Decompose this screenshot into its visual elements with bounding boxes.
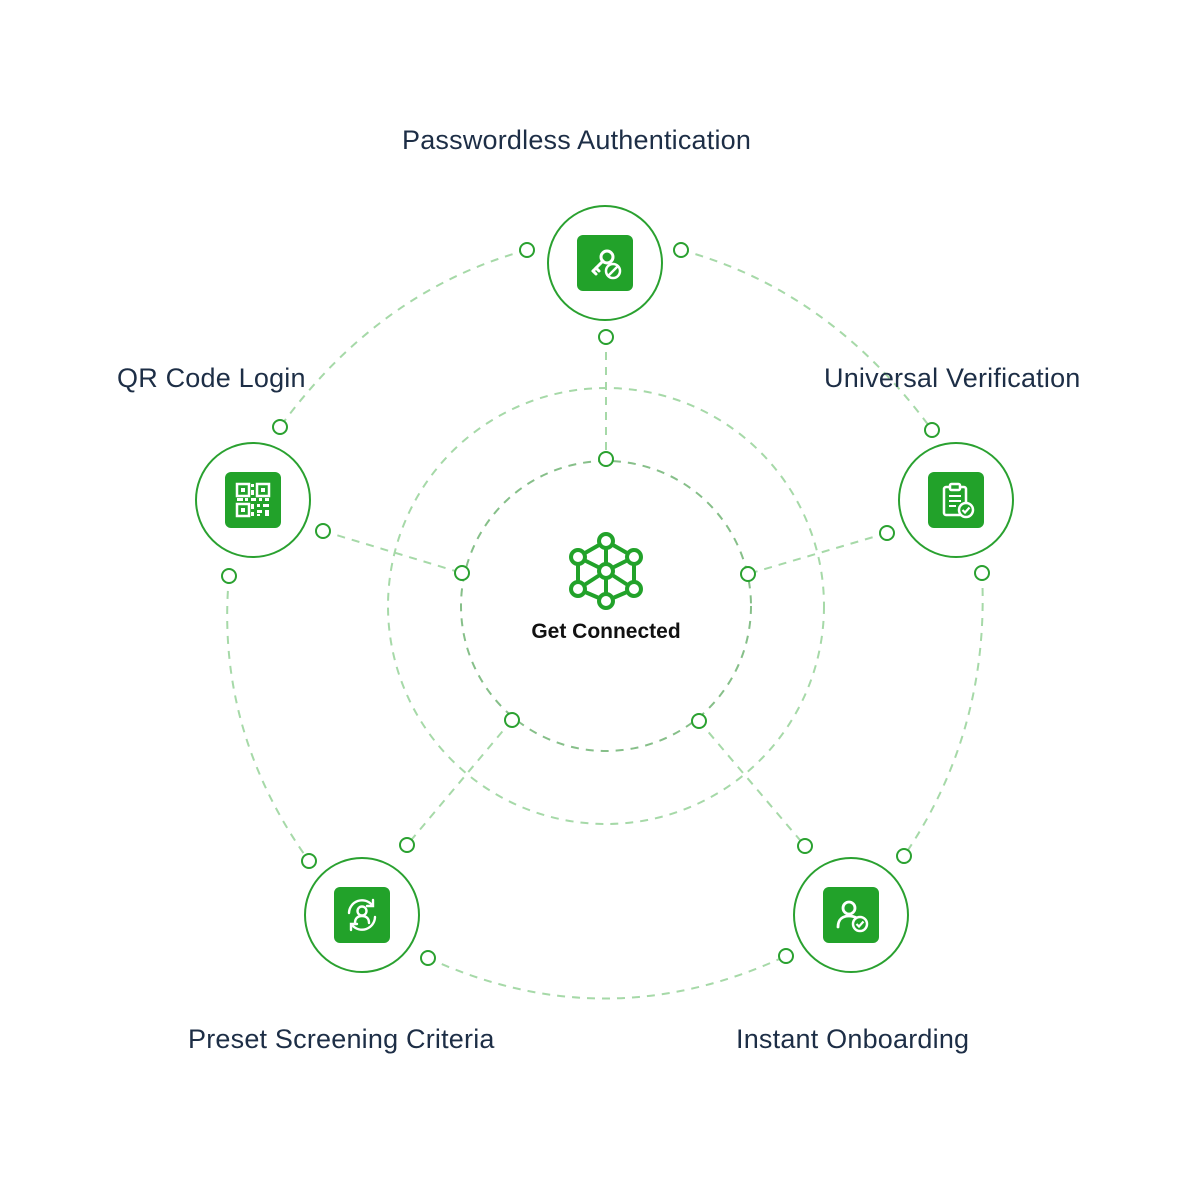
arc-left xyxy=(226,575,310,862)
feature-label-screening: Preset Screening Criteria xyxy=(188,1024,495,1054)
arc-top-left xyxy=(279,249,528,428)
arc-top-right xyxy=(680,249,933,431)
node-passwordless-authentication[interactable] xyxy=(547,205,663,321)
connector-dot xyxy=(504,712,520,728)
clipboard-check-icon xyxy=(928,472,984,528)
passwordless-key-icon xyxy=(577,235,633,291)
connector-dot xyxy=(797,838,813,854)
connector-dot xyxy=(879,525,895,541)
feature-label-onboarding: Instant Onboarding xyxy=(736,1024,970,1054)
connector-dot xyxy=(974,565,990,581)
connector-dot xyxy=(272,419,288,435)
feature-label-universal: Universal Verification xyxy=(824,363,1081,393)
user-sync-icon xyxy=(334,887,390,943)
node-universal-verification[interactable] xyxy=(898,442,1014,558)
node-preset-screening[interactable] xyxy=(304,857,420,973)
connector-dot xyxy=(598,329,614,345)
spoke-right xyxy=(747,532,888,575)
connector-dot xyxy=(691,713,707,729)
feature-label-qr: QR Code Login xyxy=(117,363,306,393)
user-check-icon xyxy=(823,887,879,943)
connector-dot xyxy=(740,566,756,582)
connector-dot xyxy=(454,565,470,581)
node-instant-onboarding[interactable] xyxy=(793,857,909,973)
spoke-left xyxy=(322,530,463,574)
connector-dot xyxy=(598,451,614,467)
network-hub-icon xyxy=(569,532,643,610)
connector-dot xyxy=(301,853,317,869)
connector-dot xyxy=(924,422,940,438)
arc-right xyxy=(903,572,984,857)
arc-bottom xyxy=(427,955,787,1000)
connector-dot xyxy=(420,950,436,966)
connector-dot xyxy=(315,523,331,539)
connector-dot xyxy=(221,568,237,584)
center-label: Get Connected xyxy=(531,620,681,643)
connector-dot xyxy=(519,242,535,258)
connector-dot xyxy=(896,848,912,864)
feature-label-passwordless: Passwordless Authentication xyxy=(402,125,752,155)
node-qr-code-login[interactable] xyxy=(195,442,311,558)
spoke-bottom-right xyxy=(698,720,806,847)
connector-dot xyxy=(399,837,415,853)
connector-dot xyxy=(778,948,794,964)
inner-ring xyxy=(460,460,752,752)
qr-code-icon xyxy=(225,472,281,528)
connector-dot xyxy=(673,242,689,258)
spoke-bottom-left xyxy=(406,719,513,846)
